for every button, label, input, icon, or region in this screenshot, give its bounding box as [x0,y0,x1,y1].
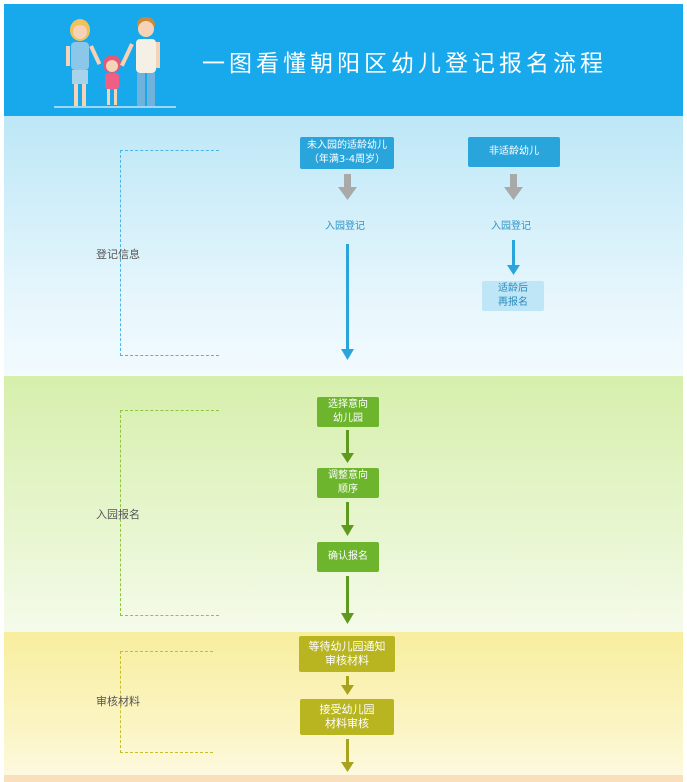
page-title: 一图看懂朝阳区幼儿登记报名流程 [202,51,607,77]
enroll-step-choose-line2: 幼儿园 [333,413,363,424]
stage-bracket-enroll [120,410,219,616]
enroll-step-adjust-line1: 调整意向 [328,470,368,481]
stage-bracket-review [120,651,213,753]
ineligible-child-box: 非适龄幼儿 [468,137,560,167]
enroll-step-confirm: 确认报名 [317,542,379,572]
stage-label-review: 审核材料 [96,695,140,708]
stage-label-register: 登记信息 [96,248,140,261]
stage-bracket-register [120,150,219,356]
ineligible-child-line1: 非适龄幼儿 [489,146,539,157]
eligible-child-box: 未入园的适龄幼儿 （年满3-4周岁） [300,137,394,169]
header-banner: 一图看懂朝阳区幼儿登记报名流程 [4,4,683,116]
review-step-wait: 等待幼儿园通知 审核材料 [299,636,395,672]
review-step-accept-line1: 接受幼儿园 [319,703,375,716]
enroll-step-choose-line1: 选择意向 [328,399,368,410]
reapply-line2: 再报名 [498,297,528,308]
reapply-line1: 适龄后 [498,283,528,294]
yellow-arrow-1 [341,676,354,695]
review-step-accept-line2: 材料审核 [325,717,369,730]
stage-label-enroll: 入园报名 [96,508,140,521]
left-register-text: 入园登记 [325,221,365,232]
review-step-wait-line2: 审核材料 [325,654,369,667]
enroll-step-confirm-line1: 确认报名 [328,551,368,562]
yellow-arrow-2 [341,739,354,772]
gray-arrow-left [338,174,357,200]
gray-arrow-right [504,174,523,200]
review-step-accept: 接受幼儿园 材料审核 [300,699,394,735]
right-register-text: 入园登记 [491,221,531,232]
review-step-wait-line1: 等待幼儿园通知 [308,640,386,653]
eligible-child-line2: （年满3-4周岁） [308,154,386,165]
enroll-step-adjust: 调整意向 顺序 [317,468,379,498]
blue-arrow-right [507,240,520,275]
green-arrow-3 [341,576,354,624]
reapply-later-box: 适龄后 再报名 [482,281,544,311]
enroll-step-choose: 选择意向 幼儿园 [317,397,379,427]
blue-arrow-left-long [341,244,354,360]
flowchart-frame: 一图看懂朝阳区幼儿登记报名流程 登记信息 入园报名 审核材料 未入园的适龄幼儿 … [4,4,683,782]
family-illustration [54,17,176,108]
green-arrow-2 [341,502,354,536]
enroll-step-adjust-line2: 顺序 [338,484,358,495]
eligible-child-line1: 未入园的适龄幼儿 [307,140,387,151]
stage-band-next [4,775,683,782]
flow-arrows [338,174,523,772]
green-arrow-1 [341,430,354,463]
